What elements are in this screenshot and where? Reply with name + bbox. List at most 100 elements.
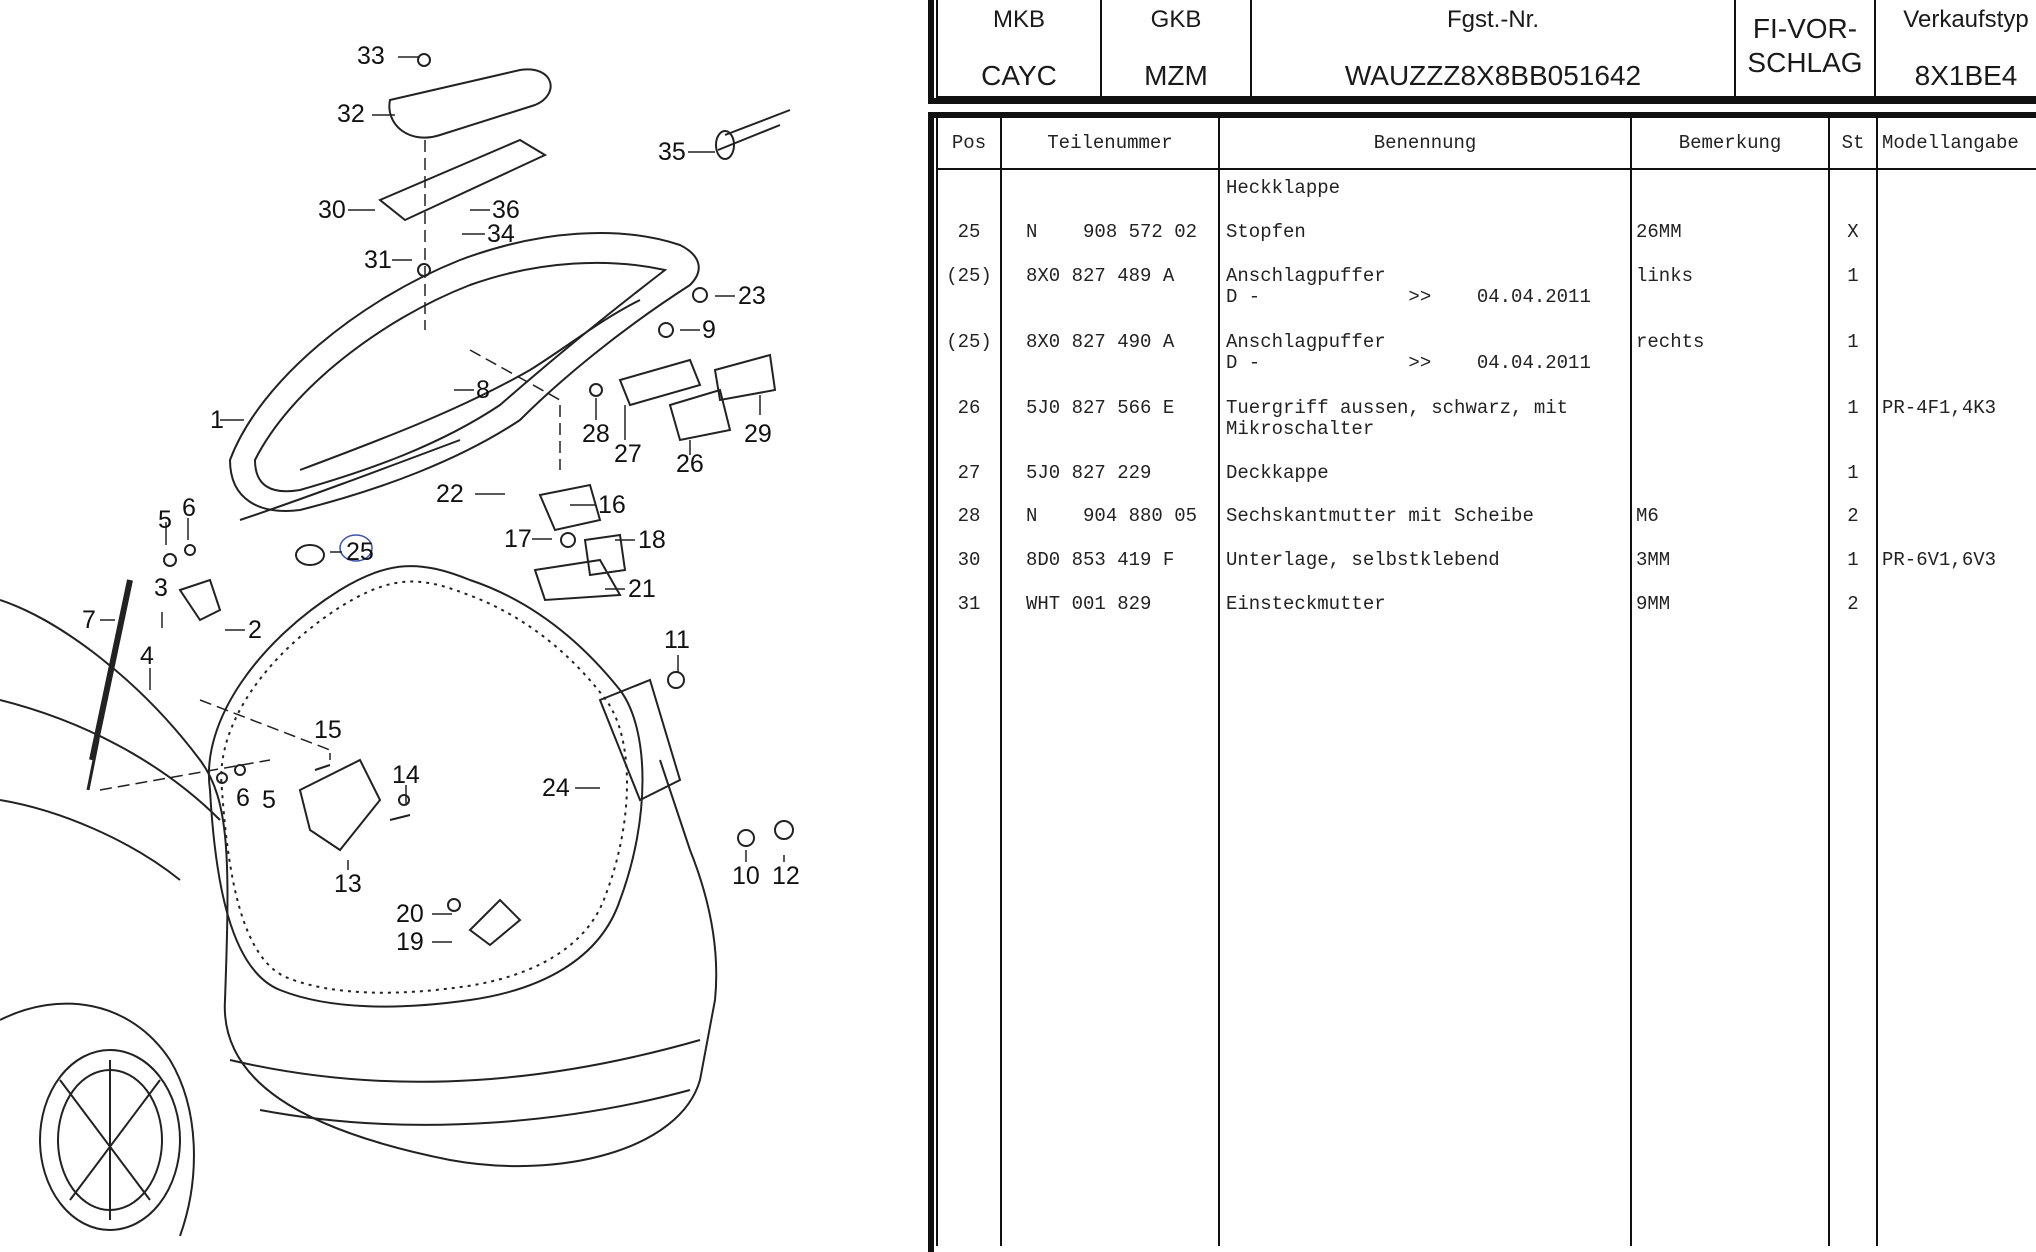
row-remark: 26MM xyxy=(1636,221,1682,243)
col-st: St xyxy=(1841,132,1865,154)
header-mkb: MKB CAYC xyxy=(938,0,1102,96)
col-modellangabe: Modellangabe xyxy=(1882,132,2019,154)
callout-1: 1 xyxy=(210,406,224,434)
row-partnumber: 5J0 827 229 xyxy=(1026,462,1152,484)
mkb-value: CAYC xyxy=(981,60,1057,91)
row-partnumber: 8X0 827 489 A xyxy=(1026,265,1175,287)
vehicle-header: MKB CAYC GKB MZM Fgst.-Nr. WAUZZZ8X8BB05… xyxy=(936,0,2036,98)
row-partnumber: 8X0 827 490 A xyxy=(1026,331,1175,353)
row-qty: 1 xyxy=(1847,397,1859,419)
callout-6a: 6 xyxy=(182,494,196,522)
header-fi-vorschlag: FI-VOR- SCHLAG xyxy=(1736,0,1876,96)
callout-28: 28 xyxy=(582,420,610,448)
vehicle-header-frame xyxy=(928,0,2036,104)
callout-16: 16 xyxy=(598,491,626,519)
fivor-line2: SCHLAG xyxy=(1747,47,1863,78)
row-qty: 1 xyxy=(1847,265,1859,287)
callout-15: 15 xyxy=(314,716,342,744)
fgst-label: Fgst.-Nr. xyxy=(1446,6,1539,33)
row-pos: 26 xyxy=(957,397,981,419)
verkaufstyp-value: 8X1BE4 xyxy=(1914,60,2018,91)
row-qty: X xyxy=(1847,221,1859,243)
row-remark: rechts xyxy=(1636,331,1705,353)
callout-23: 23 xyxy=(738,282,766,310)
row-name: Deckkappe xyxy=(1226,462,1329,484)
callout-36: 36 xyxy=(492,196,520,224)
exploded-parts-diagram: 33 32 35 30 36 34 31 23 9 8 1 28 27 26 2… xyxy=(0,0,920,1236)
row-model: PR-6V1,6V3 xyxy=(1882,549,1997,571)
header-gkb: GKB MZM xyxy=(1102,0,1252,96)
callout-14: 14 xyxy=(392,761,420,789)
callout-2: 2 xyxy=(248,616,262,644)
callout-27: 27 xyxy=(614,440,642,468)
header-fgst: Fgst.-Nr. WAUZZZ8X8BB051642 xyxy=(1252,0,1736,96)
col-benennung: Benennung xyxy=(1373,132,1477,154)
callout-20: 20 xyxy=(396,900,424,928)
callout-8: 8 xyxy=(476,376,490,404)
callout-18: 18 xyxy=(638,526,666,554)
col-pos: Pos xyxy=(951,132,987,154)
callout-9: 9 xyxy=(702,316,716,344)
callout-31: 31 xyxy=(364,246,392,274)
parts-table-frame xyxy=(928,112,2036,1252)
parts-table xyxy=(936,116,2036,1246)
row-name-line2: Mikroschalter xyxy=(1226,418,1375,440)
header-verkaufstyp: Verkaufstyp 8X1BE4 xyxy=(1876,0,2036,96)
row-pos: 25 xyxy=(957,221,981,243)
row-partnumber: N 904 880 05 xyxy=(1026,505,1198,527)
row-remark: 3MM xyxy=(1636,549,1671,571)
row-qty: 1 xyxy=(1847,462,1859,484)
callout-33: 33 xyxy=(357,42,385,70)
row-pos: 31 xyxy=(957,593,981,615)
callout-4: 4 xyxy=(140,642,154,670)
callout-17: 17 xyxy=(504,525,532,553)
fivor-line1: FI-VOR- xyxy=(1752,13,1858,44)
callout-24: 24 xyxy=(542,774,570,802)
callout-6b: 6 xyxy=(236,784,250,812)
callout-30: 30 xyxy=(318,196,346,224)
row-pos: 30 xyxy=(957,549,981,571)
callout-5b: 5 xyxy=(262,786,276,814)
row-remark: M6 xyxy=(1636,505,1659,527)
callout-19: 19 xyxy=(396,928,424,956)
row-pos: (25) xyxy=(946,331,992,353)
callout-21: 21 xyxy=(628,575,656,603)
col-bemerkung: Bemerkung xyxy=(1678,132,1782,154)
callout-22: 22 xyxy=(436,480,464,508)
row-qty: 2 xyxy=(1847,593,1859,615)
row-partnumber: 5J0 827 566 E xyxy=(1026,397,1175,419)
row-qty: 1 xyxy=(1847,549,1859,571)
callout-25: 25 xyxy=(346,538,374,566)
row-partnumber: 8D0 853 419 F xyxy=(1026,549,1175,571)
callout-3: 3 xyxy=(154,574,168,602)
row-name-line2: D - >> 04.04.2011 xyxy=(1226,352,1591,374)
callout-35: 35 xyxy=(658,138,686,166)
callout-10: 10 xyxy=(732,862,760,890)
mkb-label: MKB xyxy=(992,6,1045,33)
gkb-label: GKB xyxy=(1150,6,1202,33)
row-name: Sechskantmutter mit Scheibe xyxy=(1226,505,1534,527)
row-pos: 27 xyxy=(957,462,981,484)
callout-29: 29 xyxy=(744,420,772,448)
row-name: Anschlagpuffer xyxy=(1226,265,1386,287)
callout-7: 7 xyxy=(82,606,96,634)
fgst-value: WAUZZZ8X8BB051642 xyxy=(1344,60,1642,91)
callout-13: 13 xyxy=(334,870,362,898)
parts-list-sheet: MKB CAYC GKB MZM Fgst.-Nr. WAUZZZ8X8BB05… xyxy=(928,0,2036,1252)
row-partnumber: WHT 001 829 xyxy=(1026,593,1152,615)
callout-26: 26 xyxy=(676,450,704,478)
row-qty: 1 xyxy=(1847,331,1859,353)
row-partnumber: N 908 572 02 xyxy=(1026,221,1198,243)
verkaufstyp-label: Verkaufstyp xyxy=(1903,6,2029,33)
row-remark: 9MM xyxy=(1636,593,1671,615)
group-title: Heckklappe xyxy=(1226,177,1341,199)
row-remark: links xyxy=(1636,265,1694,287)
callout-5a: 5 xyxy=(158,506,172,534)
tailgate-drawing: 33 32 35 30 36 34 31 23 9 8 1 28 27 26 2… xyxy=(0,42,800,1236)
callout-32: 32 xyxy=(337,100,365,128)
callout-34: 34 xyxy=(487,220,515,248)
row-name: Anschlagpuffer xyxy=(1226,331,1386,353)
col-teilenummer: Teilenummer xyxy=(1047,132,1173,154)
row-model: PR-4F1,4K3 xyxy=(1882,397,1997,419)
gkb-value: MZM xyxy=(1144,60,1208,91)
